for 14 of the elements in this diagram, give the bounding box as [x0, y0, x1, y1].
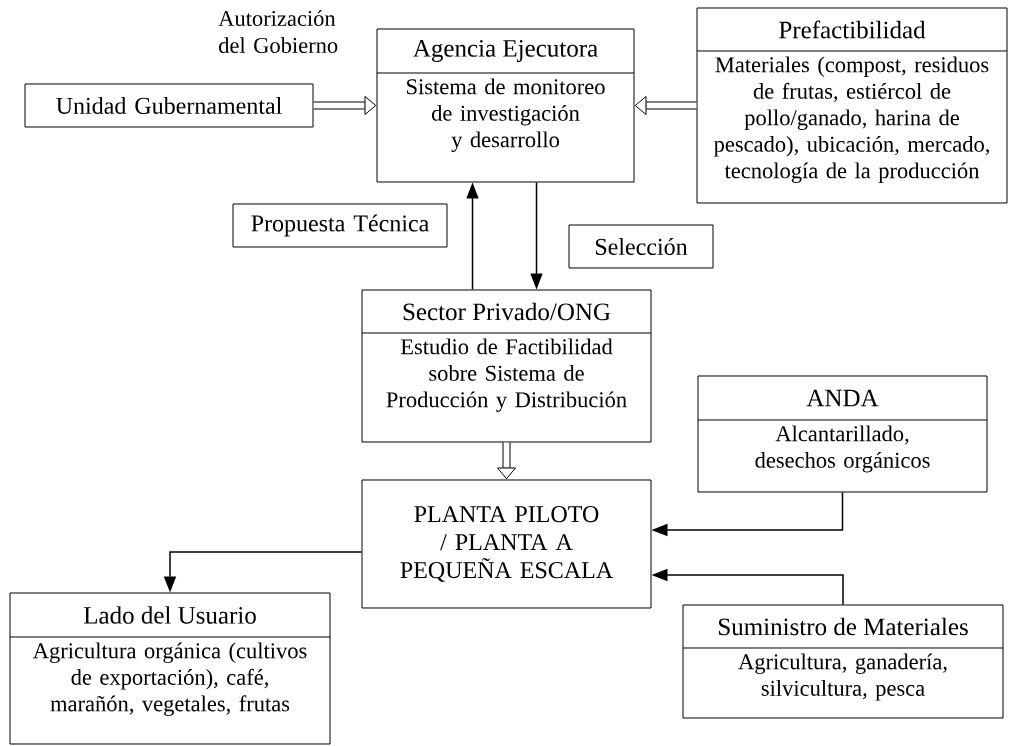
process-box: Lado del Usuario Agricultura orgánica (cultivos de exportación), café, marañón, vegetales, frutas	[9, 592, 331, 745]
process-box: ANDA Alcantarillado, desechos orgánicos	[697, 375, 988, 493]
text-box: Propuesta Técnica	[232, 203, 448, 248]
arrow	[313, 95, 377, 116]
text-box: Unidad Gubernamental	[24, 83, 314, 128]
process-box: Suministro de Materiales Agricultura, ganadería, silvicultura, pesca	[682, 604, 1004, 719]
arrow	[634, 95, 697, 116]
arrow	[496, 442, 517, 480]
process-box: Agencia Ejecutora Sistema de monitoreo de investigación y desarrollo	[376, 28, 635, 183]
text-box: Selección	[568, 224, 714, 269]
text-box: PLANTA PILOTO / PLANTA A PEQUEÑA ESCALA	[361, 479, 652, 609]
process-box: Prefactibilidad Materiales (compost, residuos de frutas, estiércol de pollo/ganado, harina de pescado), ubicación, mercado, tecnología de la producción	[696, 7, 1008, 204]
note-text: Autorización del Gobierno	[218, 10, 338, 54]
process-box: Sector Privado/ONG Estudio de Factibilidad sobre Sistema de Producción y Distribución	[361, 289, 652, 443]
